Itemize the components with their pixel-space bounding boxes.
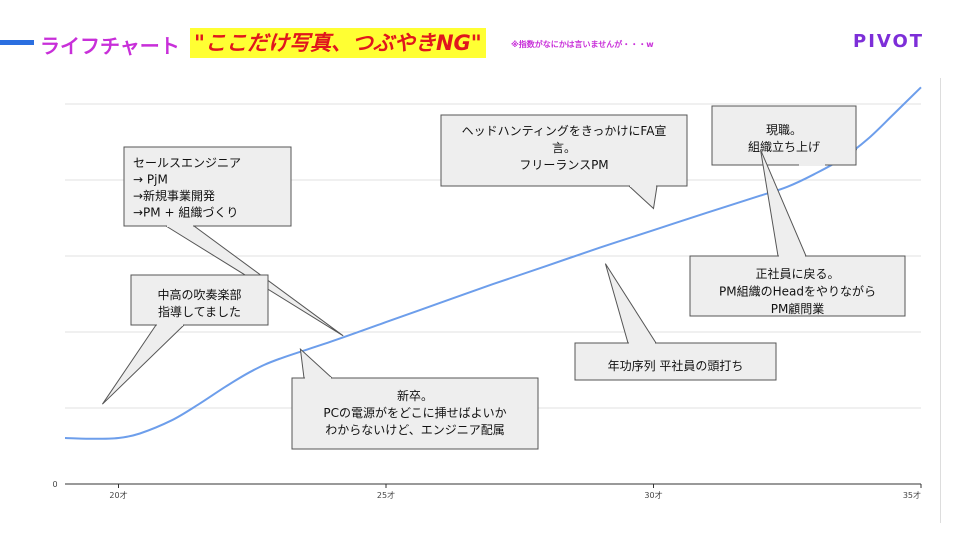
callout-text: 言。 <box>552 141 576 155</box>
callout-text: セールスエンジニア <box>133 156 241 170</box>
callout-box <box>130 274 269 326</box>
callout-text: 組織立ち上げ <box>748 139 820 154</box>
x-tick-label: 20才 <box>109 490 127 500</box>
x-tick-label: 30才 <box>644 490 662 500</box>
callout-text: ヘッドハンティングをきっかけにFA宣 <box>462 123 667 138</box>
callout-text: →PM + 組織づくり <box>133 206 238 220</box>
callout-pointer <box>299 347 334 379</box>
callout-text: 年功序列 平社員の頭打ち <box>608 358 744 373</box>
callout-pointer <box>627 185 658 210</box>
callout-box <box>291 377 539 450</box>
callout-box <box>440 114 688 187</box>
life-line <box>64 86 922 440</box>
callout-pointer <box>604 263 657 344</box>
pivot-logo: PIVOT <box>853 31 925 52</box>
callout-box <box>711 105 857 166</box>
callout-text: PM組織のHeadをやりながら <box>719 284 876 299</box>
callout-text: 正社員に戻る。 <box>755 266 839 281</box>
callout-text: わからないけど、エンジニア配属 <box>325 423 504 437</box>
right-divider <box>940 78 941 523</box>
callout: 現職。組織立ち上げ <box>711 105 858 166</box>
page-title: ライフチャート <box>40 34 180 58</box>
title-highlight: "ここだけ写真、つぶやきNG" <box>190 28 486 58</box>
x-tick-label: 25才 <box>377 490 395 500</box>
callout-text: 現職。 <box>766 123 802 137</box>
callout-box <box>689 255 906 317</box>
callout-text: →新規事業開発 <box>133 188 215 203</box>
callout-text: フリーランスPM <box>519 158 608 172</box>
callout-pointer <box>101 324 186 405</box>
callout-text: PCの電源がをどこに挿せばよいか <box>323 405 506 420</box>
callout: 正社員に戻る。 PM組織のHeadをやりながら PM顧問業 <box>689 149 906 317</box>
callout-text: 指導してました <box>158 304 241 319</box>
callout-text: 中高の吹奏楽部 <box>157 287 241 302</box>
tick-layer: 20才 25才 30才 35才 0 <box>52 480 922 500</box>
title-note: ※指数がなにかは言いませんが・・・w <box>511 40 654 49</box>
y-tick-label: 0 <box>52 480 57 489</box>
x-tick-label: 35才 <box>903 490 921 500</box>
callout-box <box>123 146 292 227</box>
callout-text: PM顧問業 <box>771 301 825 316</box>
callout-text: 新卒。 <box>397 388 433 403</box>
callout-box <box>574 342 777 381</box>
header-accent-bar <box>0 40 34 45</box>
callout: 年功序列 平社員の頭打ち <box>574 263 777 381</box>
callout-layer: セールスエンジニア → PjM→新規事業開発 →PM + 組織づくり中高の吹奏楽部指… <box>101 105 906 450</box>
callout-text: → PjM <box>133 173 168 187</box>
